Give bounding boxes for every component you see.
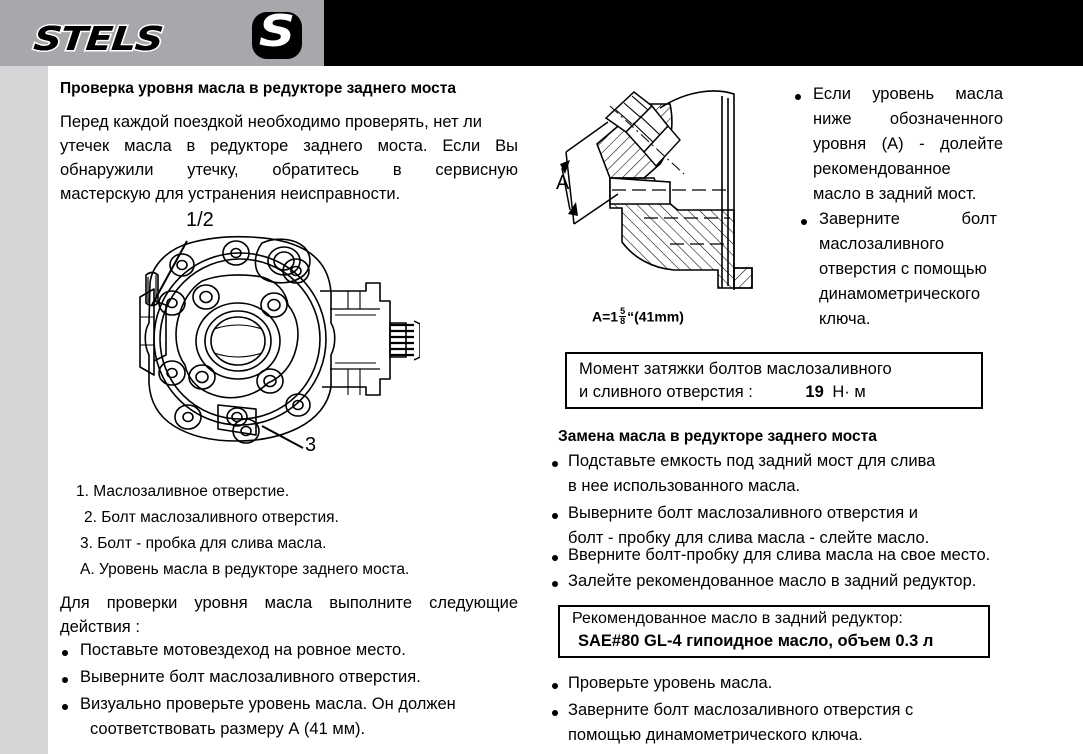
procedure-intro-line-1: Для проверки уровня масла выполните след… bbox=[60, 594, 518, 612]
right-bullet-1-line-5: масло в задний мост. bbox=[813, 185, 977, 203]
figure-callout-bottom: 3 bbox=[305, 434, 317, 456]
procedure-bullet-3-line-1: Визуально проверьте уровень масла. Он до… bbox=[80, 695, 456, 713]
legend-item-3: 3. Болт - пробка для слива масла. bbox=[80, 535, 327, 552]
figure-callout-top: 1/2 bbox=[186, 209, 214, 231]
fraction-denominator: 8 bbox=[620, 316, 626, 327]
change-bullet-2-line-1: Выверните болт маслозаливного отверстия … bbox=[568, 504, 918, 522]
bullet-icon bbox=[552, 461, 558, 467]
bullet-icon bbox=[552, 513, 558, 519]
fraction-numerator: 5 bbox=[619, 306, 627, 318]
left-intro-line-3: обнаружили утечку, обратитесь в сервисну… bbox=[60, 161, 518, 179]
legend-item-2: 2. Болт маслозаливного отверстия. bbox=[84, 509, 339, 526]
bullet-icon bbox=[801, 219, 807, 225]
change-bullet-1-line-2: в нее использованного масла. bbox=[568, 477, 801, 495]
dimension-caption-prefix: A=1 bbox=[592, 308, 619, 325]
final-bullet-2-line-2: помощью динамометрического ключа. bbox=[568, 726, 863, 744]
bullet-icon bbox=[552, 555, 558, 561]
oil-change-title: Замена масла в редукторе заднего моста bbox=[558, 428, 877, 445]
page-left-margin bbox=[0, 66, 48, 754]
bullet-icon bbox=[552, 581, 558, 587]
left-intro-line-2: утечек масла в редукторе заднего моста. … bbox=[60, 137, 518, 155]
brand-badge-letter: S bbox=[258, 12, 296, 57]
bullet-icon bbox=[552, 710, 558, 716]
brand-logo: STELS bbox=[30, 16, 166, 60]
oil-box-line-1: Рекомендованное масло в задний редуктор: bbox=[572, 610, 903, 627]
torque-box-line-2: и сливного отверстия : 19 Н· м bbox=[579, 383, 866, 402]
right-bullet-2-line-5: ключа. bbox=[819, 310, 871, 328]
torque-box-line-1: Момент затяжки болтов маслозаливного bbox=[579, 360, 892, 378]
right-bullet-2-line-3: отверстия с помощью bbox=[819, 260, 987, 278]
right-bullet-1-line-2: ниже обозначенного bbox=[813, 110, 1003, 128]
left-intro-line-4: мастерскую для устранения неисправности. bbox=[60, 185, 401, 203]
brand-badge-icon: S bbox=[252, 12, 302, 59]
torque-value: 19 bbox=[805, 383, 824, 401]
rear-differential-assembly-drawing bbox=[90, 205, 420, 470]
change-bullet-3-line-1: Вверните болт-пробку для слива масла на … bbox=[568, 546, 991, 564]
brand-logo-text: STELS bbox=[30, 17, 166, 59]
torque-spec-box: Момент затяжки болтов маслозаливного и с… bbox=[565, 352, 983, 409]
change-bullet-4-line-1: Залейте рекомендованное масло в задний р… bbox=[568, 572, 977, 590]
rear-axle-oil-level-section-drawing bbox=[548, 82, 783, 312]
final-bullet-1-line-1: Проверьте уровень масла. bbox=[568, 674, 773, 692]
bullet-icon bbox=[62, 677, 68, 683]
procedure-bullet-2-line-1: Выверните болт маслозаливного отверстия. bbox=[80, 668, 421, 686]
legend-item-a: А. Уровень масла в редукторе заднего мос… bbox=[80, 561, 410, 578]
legend-item-1: 1. Маслозаливное отверстие. bbox=[76, 483, 290, 500]
bullet-icon bbox=[62, 650, 68, 656]
dimension-a-label: A bbox=[556, 172, 570, 194]
left-section-title: Проверка уровня масла в редукторе заднег… bbox=[60, 80, 456, 97]
procedure-bullet-1-line-1: Поставьте мотовездеход на ровное место. bbox=[80, 641, 406, 659]
torque-box-label: и сливного отверстия : bbox=[579, 383, 753, 401]
change-bullet-2-line-2: болт - пробку для слива масла - слейте м… bbox=[568, 529, 930, 547]
bullet-icon bbox=[62, 704, 68, 710]
right-bullet-1-line-3: уровня (А) - долейте bbox=[813, 135, 1003, 153]
bullet-icon bbox=[552, 683, 558, 689]
change-bullet-1-line-1: Подставьте емкость под задний мост для с… bbox=[568, 452, 936, 470]
torque-unit: Н· м bbox=[832, 383, 866, 401]
recommended-oil-box: Рекомендованное масло в задний редуктор:… bbox=[558, 605, 990, 658]
procedure-bullet-3-line-2: соответствовать размеру А (41 мм). bbox=[90, 720, 366, 738]
procedure-intro-line-2: действия : bbox=[60, 618, 140, 636]
right-bullet-2-line-2: маслозаливного bbox=[819, 235, 945, 253]
dimension-caption-suffix: “(41mm) bbox=[627, 308, 684, 325]
right-bullet-1-line-4: рекомендованное bbox=[813, 160, 951, 178]
header-black-band bbox=[324, 0, 1083, 66]
right-bullet-2-line-1: Заверните болт bbox=[819, 210, 997, 228]
right-bullet-2-line-4: динамометрического bbox=[819, 285, 981, 303]
right-bullet-1-line-1: Если уровень масла bbox=[813, 85, 1003, 103]
left-intro-line-1: Перед каждой поездкой необходимо проверя… bbox=[60, 113, 482, 131]
oil-box-line-2: SAE#80 GL-4 гипоидное масло, объем 0.3 л bbox=[578, 632, 934, 650]
bullet-icon bbox=[795, 94, 801, 100]
final-bullet-2-line-1: Заверните болт маслозаливного отверстия … bbox=[568, 701, 914, 719]
